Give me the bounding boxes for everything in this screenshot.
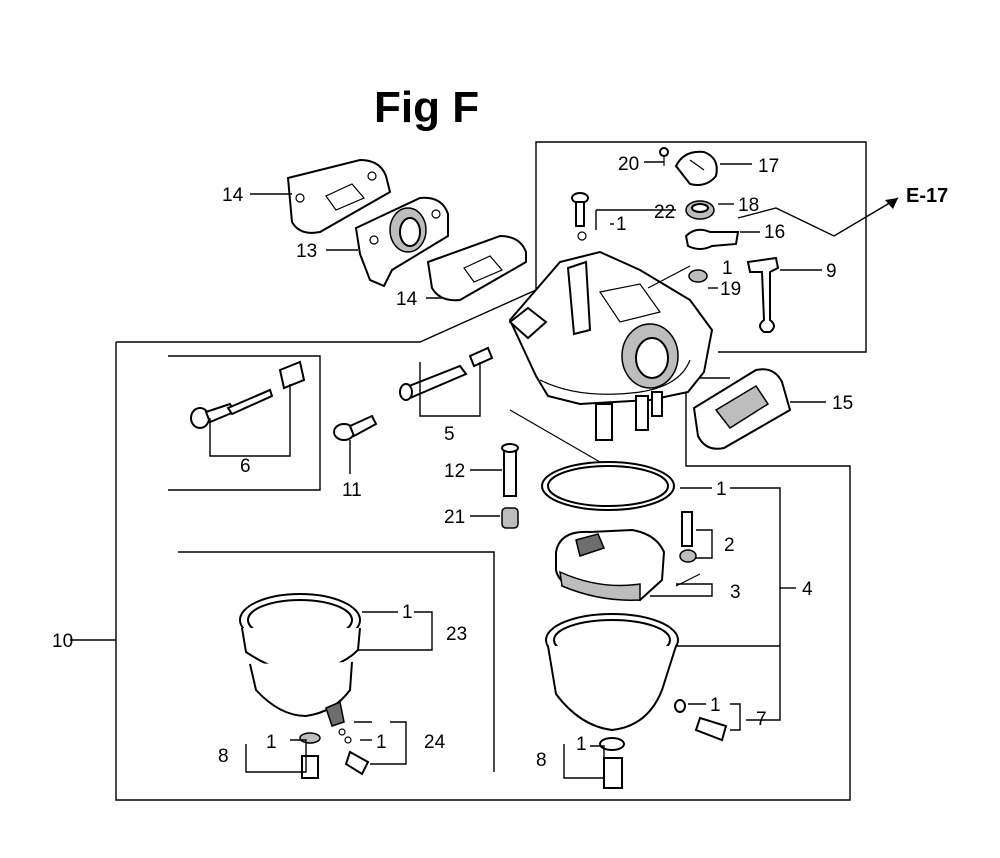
- cap-17: [674, 150, 718, 186]
- callout-1-g: 1: [376, 732, 387, 753]
- screw-20: [659, 147, 669, 166]
- drain-screw-7: [674, 699, 728, 742]
- gasket-15: [692, 368, 792, 450]
- needle-valve-2: [679, 511, 697, 563]
- callout-16: 16: [764, 222, 785, 243]
- screw-22: [571, 192, 589, 241]
- callout-2: 2: [724, 535, 735, 556]
- seal-18: [685, 200, 715, 220]
- ref-arrow: E-17: [737, 185, 948, 237]
- callout-8-right: 8: [536, 750, 547, 771]
- lever-16: [684, 228, 740, 250]
- callout-1-a: 1: [616, 214, 627, 235]
- callout-1-f: 1: [266, 732, 277, 753]
- callout-12: 12: [444, 461, 465, 482]
- callout-22: 22: [654, 202, 675, 223]
- frame-upper: [535, 141, 867, 353]
- callout-24: 24: [424, 732, 446, 753]
- o-ring-1: [541, 461, 675, 511]
- insulator-13: [354, 196, 449, 288]
- callout-1-h: 1: [576, 734, 587, 755]
- callout-3: 3: [730, 582, 741, 603]
- callout-5: 5: [444, 424, 455, 445]
- callout-14-upper: 14: [222, 185, 244, 206]
- callout-10: 10: [52, 631, 73, 652]
- callout-9: 9: [826, 261, 837, 282]
- pilot-jet-5: [399, 346, 494, 401]
- washer-19: [688, 269, 708, 283]
- nozzle-21: [501, 507, 519, 529]
- screw-11: [333, 414, 378, 441]
- ref-arrow-head: [885, 198, 898, 209]
- callout-15: 15: [832, 393, 853, 414]
- callout-7: 7: [756, 709, 767, 730]
- frame-bowl-23: [178, 551, 495, 772]
- float-bowl-right: [545, 613, 679, 732]
- callout-1-b: 1: [722, 258, 733, 279]
- callout-1-c: 1: [716, 479, 727, 500]
- callout-11: 11: [342, 480, 362, 501]
- callout-21: 21: [444, 507, 465, 528]
- callout-17: 17: [758, 156, 779, 177]
- callout-6: 6: [240, 456, 251, 477]
- carburetor-body: [508, 250, 714, 441]
- leader-jet-axis: [509, 409, 601, 463]
- callout-20: 20: [618, 154, 639, 175]
- ref-arrow-line: [737, 197, 899, 237]
- callout-14-lower: 14: [396, 289, 418, 310]
- jet-set-6: [190, 360, 306, 429]
- float-bowl-23: [239, 593, 361, 727]
- callout-8-left: 8: [218, 746, 229, 767]
- ref-label: E-17: [906, 185, 948, 207]
- callout-1-e: 1: [710, 695, 721, 716]
- frame-jet-6: [168, 355, 321, 491]
- callout-23: 23: [446, 624, 467, 645]
- leaders: [70, 161, 826, 779]
- gasket-14-upper: [286, 158, 392, 234]
- float-3: [555, 528, 666, 602]
- drain-screw-24: [338, 728, 370, 776]
- main-jet-12: [501, 443, 519, 497]
- callout-18: 18: [738, 195, 759, 216]
- figure-title: Fig F: [374, 83, 479, 132]
- callouts: 14 13 14 20 17 18 22 1 16 1 19 9 15 5 6 …: [52, 154, 853, 771]
- spring-1-upper: [647, 265, 691, 289]
- gasket-14-lower: [426, 234, 527, 302]
- callout-1-d: 1: [402, 602, 413, 623]
- bolt-8-right: [599, 737, 625, 789]
- choke-rod-9: [746, 256, 780, 333]
- callout-19: 19: [720, 279, 741, 300]
- callout-4: 4: [802, 579, 813, 600]
- callout-13: 13: [296, 241, 317, 262]
